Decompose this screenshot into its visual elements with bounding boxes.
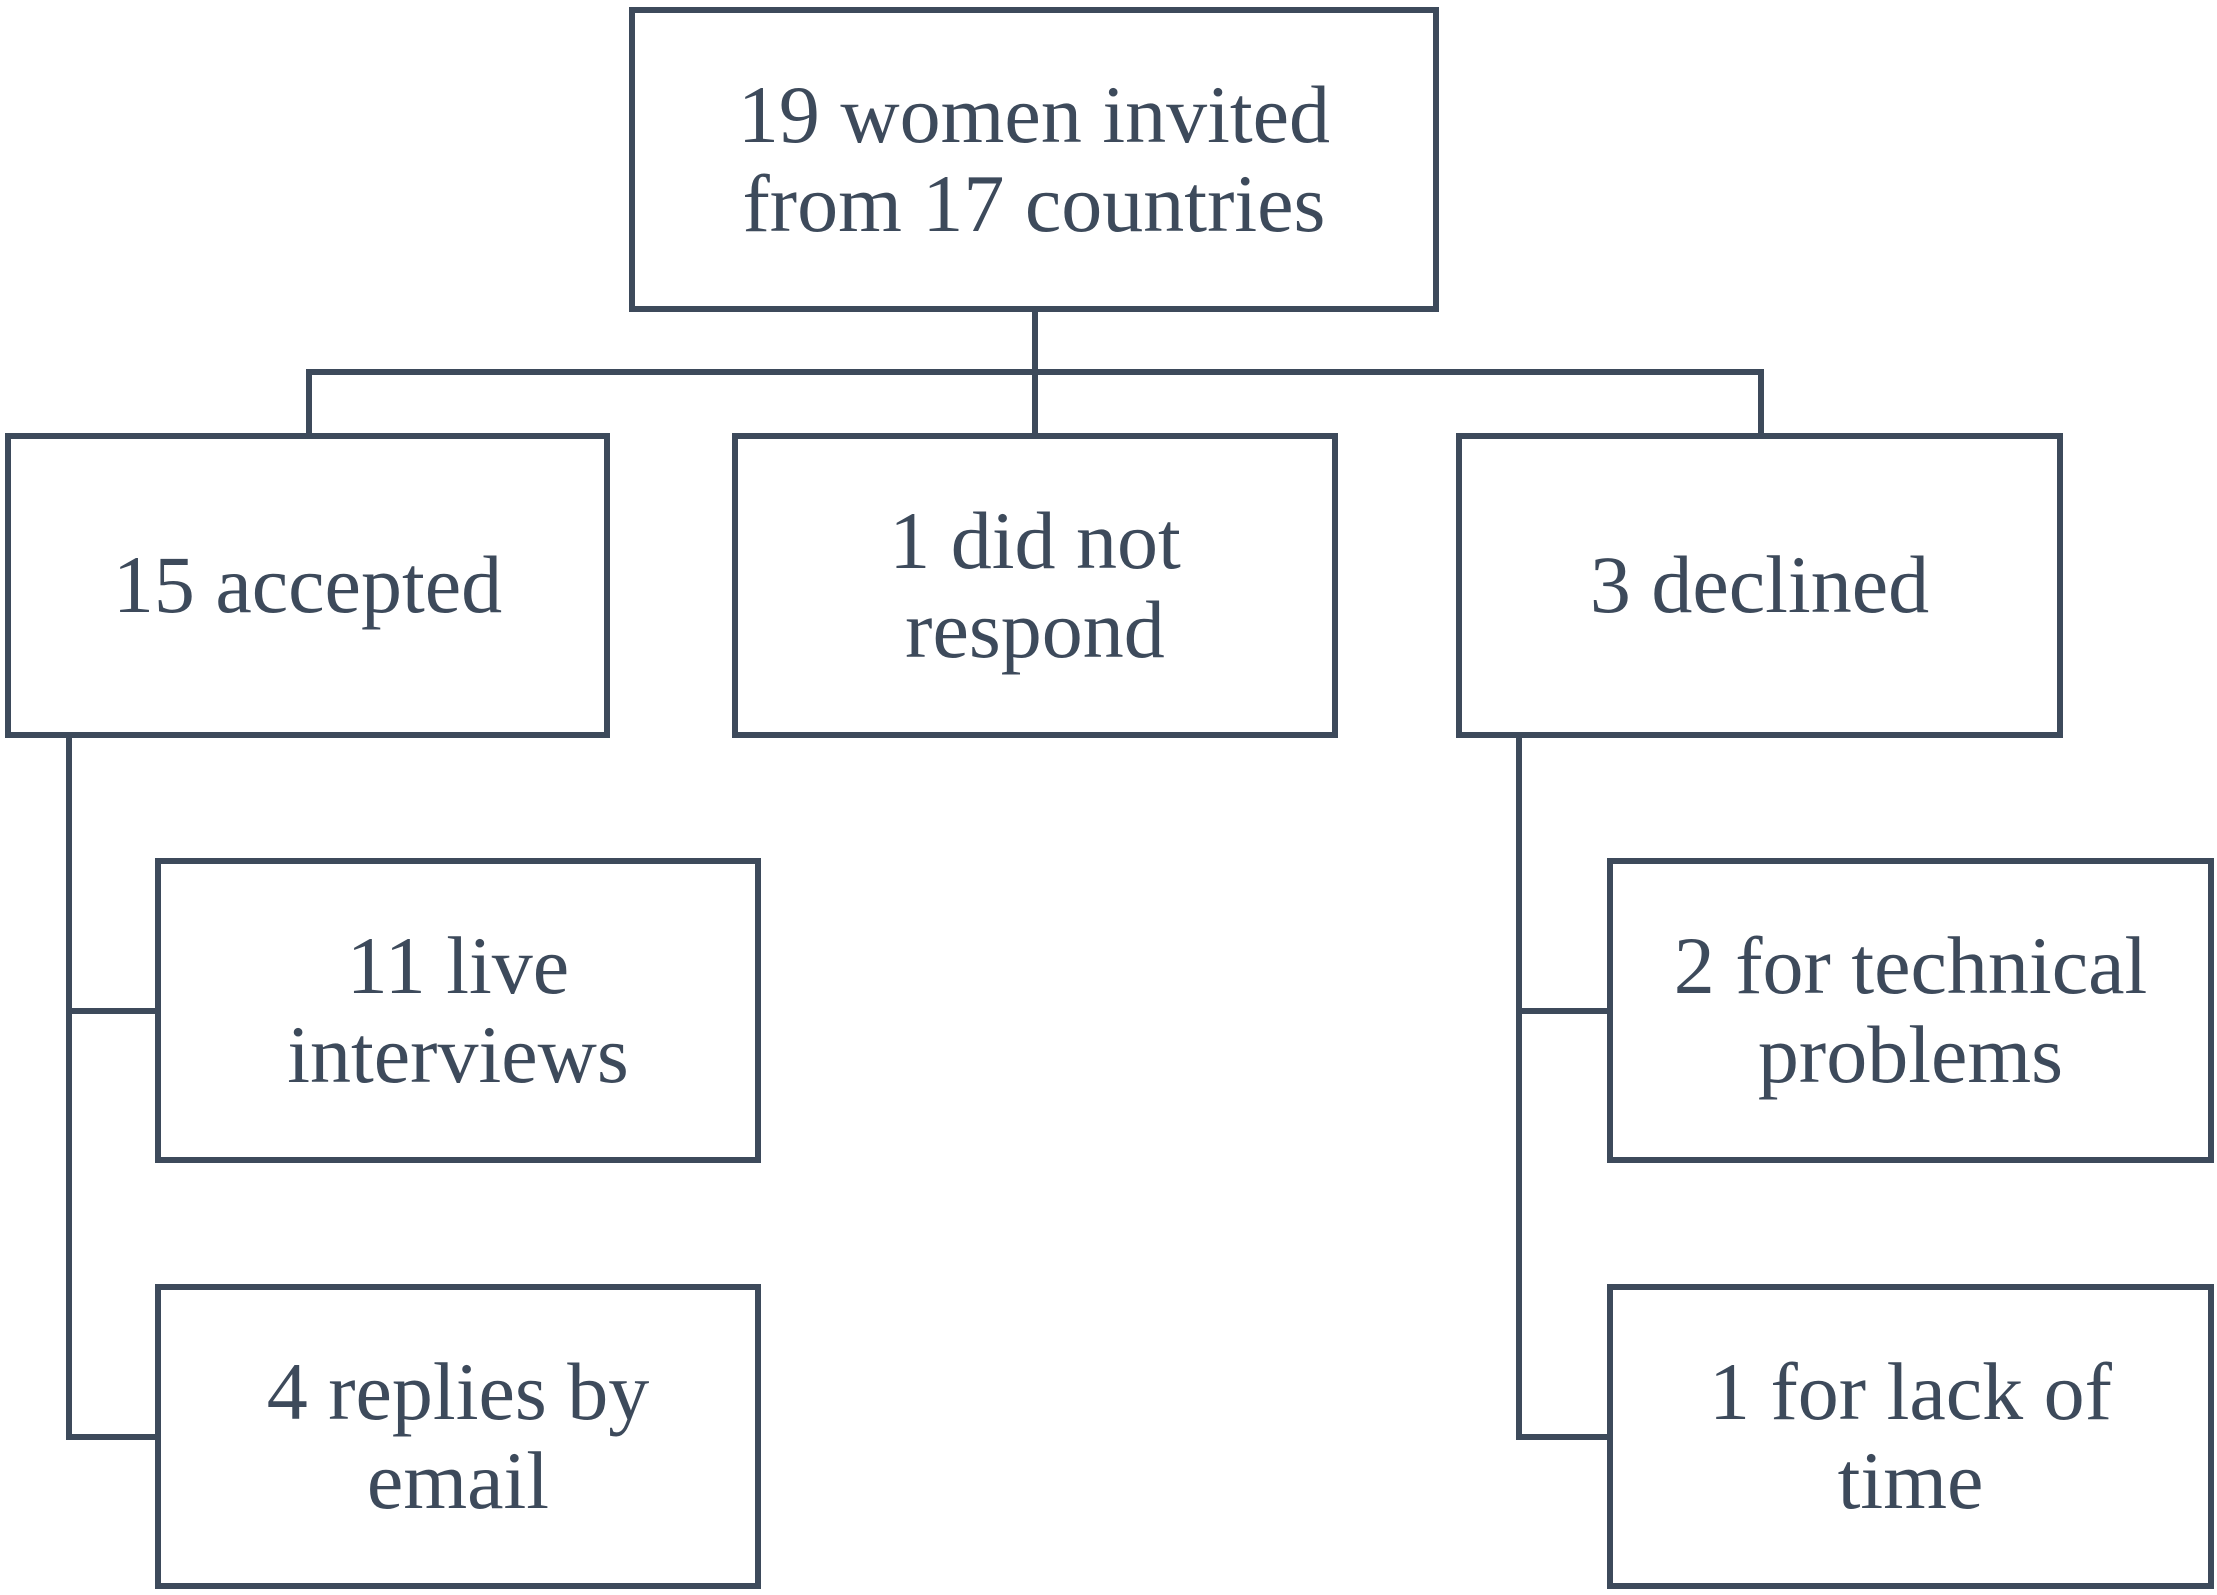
lack-of-time-label: 1 for lack of time <box>1709 1345 2112 1526</box>
live-interviews-box: 11 live interviews <box>155 858 761 1163</box>
root-box: 19 women invited from 17 countries <box>629 7 1439 312</box>
email-replies-label: 4 replies by email <box>266 1345 650 1526</box>
accepted-box: 15 accepted <box>5 433 610 738</box>
technical-problems-label: 2 for technical problems <box>1673 919 2148 1100</box>
accepted-label: 15 accepted <box>112 539 503 631</box>
declined-label: 3 declined <box>1589 539 1930 631</box>
root-label: 19 women invited from 17 countries <box>737 68 1331 249</box>
no-response-label: 1 did not respond <box>889 494 1181 675</box>
email-replies-box: 4 replies by email <box>155 1284 761 1589</box>
lack-of-time-box: 1 for lack of time <box>1607 1284 2214 1589</box>
live-interviews-label: 11 live interviews <box>287 919 629 1100</box>
technical-problems-box: 2 for technical problems <box>1607 858 2214 1163</box>
declined-box: 3 declined <box>1456 433 2063 738</box>
no-response-box: 1 did not respond <box>732 433 1338 738</box>
